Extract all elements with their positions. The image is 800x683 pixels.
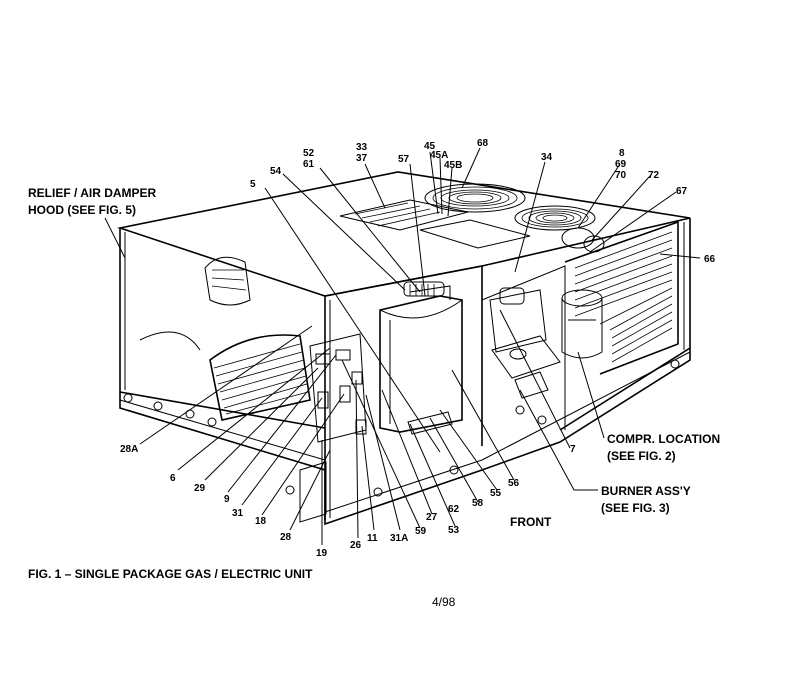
callout-62: 62 — [448, 504, 460, 515]
callout-57: 57 — [398, 154, 410, 165]
burner-assy-label-line2: (SEE FIG. 3) — [601, 501, 670, 515]
date-label: 4/98 — [432, 595, 456, 609]
section-labels: RELIEF / AIR DAMPER HOOD (SEE FIG. 5) CO… — [28, 186, 720, 609]
callout-66: 66 — [704, 254, 716, 265]
callout-34: 34 — [541, 152, 553, 163]
callout-69: 69 — [615, 159, 627, 170]
callout-11: 11 — [367, 533, 378, 544]
callout-59: 59 — [415, 526, 427, 537]
callout-45: 45 — [424, 141, 436, 152]
callout-68: 68 — [477, 138, 489, 149]
callout-31: 31 — [232, 508, 244, 519]
callout-5: 5 — [250, 179, 256, 190]
callout-53: 53 — [448, 525, 460, 536]
callout-67: 67 — [676, 186, 688, 197]
relief-damper-label-line1: RELIEF / AIR DAMPER — [28, 186, 157, 200]
top-vent-panel — [339, 199, 531, 249]
callout-18: 18 — [255, 516, 267, 527]
callout-52: 52 — [303, 148, 315, 159]
heat-exchanger — [379, 281, 561, 435]
callout-70: 70 — [615, 170, 627, 181]
callout-27: 27 — [426, 512, 438, 523]
callout-29: 29 — [194, 483, 206, 494]
compr-location-label-line2: (SEE FIG. 2) — [607, 449, 676, 463]
compr-location-label-line1: COMPR. LOCATION — [607, 432, 720, 446]
figure-caption: FIG. 1 – SINGLE PACKAGE GAS / ELECTRIC U… — [28, 567, 313, 581]
callout-19: 19 — [316, 548, 328, 559]
callout-26: 26 — [350, 540, 362, 551]
condenser-coil — [561, 220, 679, 375]
callout-45a: 45A — [430, 150, 448, 161]
callout-54: 54 — [270, 166, 282, 177]
callout-labels: 52 61 33 37 45 45A 45B 68 57 34 8 69 70 … — [120, 138, 716, 559]
callout-72: 72 — [648, 170, 660, 181]
callout-56: 56 — [508, 478, 520, 489]
callout-28: 28 — [280, 532, 292, 543]
callout-7: 7 — [570, 444, 576, 455]
callout-45b: 45B — [444, 160, 462, 171]
callout-55: 55 — [490, 488, 502, 499]
relief-damper-label-line2: HOOD (SEE FIG. 5) — [28, 203, 136, 217]
burner-assy-label-line1: BURNER ASS'Y — [601, 484, 691, 498]
front-label: FRONT — [510, 515, 552, 529]
condenser-fans — [424, 183, 596, 231]
callout-8: 8 — [619, 148, 625, 159]
callout-61: 61 — [303, 159, 315, 170]
callout-28a: 28A — [120, 444, 138, 455]
unit-cabinet — [116, 171, 691, 526]
callout-6: 6 — [170, 473, 176, 484]
callout-31a: 31A — [390, 533, 408, 544]
callout-58: 58 — [472, 498, 484, 509]
callout-33: 33 — [356, 142, 368, 153]
leader-lines — [104, 147, 701, 545]
callout-37: 37 — [356, 153, 368, 164]
callout-9: 9 — [224, 494, 230, 505]
